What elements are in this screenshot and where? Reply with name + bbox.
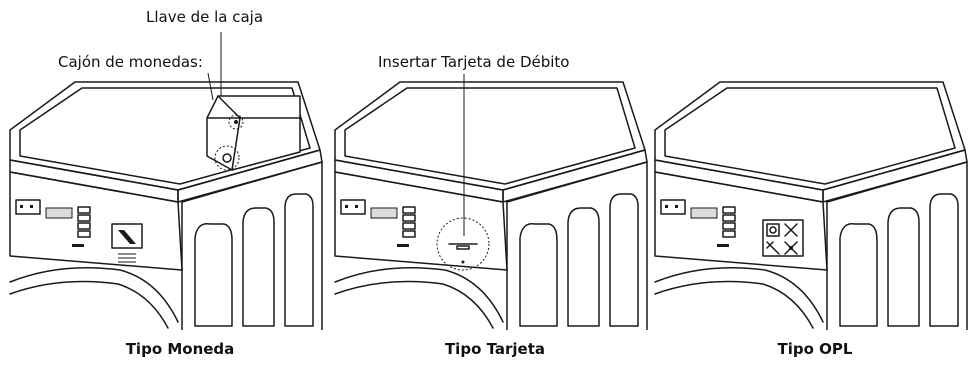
caption-coin-type: Tipo Moneda	[125, 340, 235, 358]
washer-card-type	[334, 74, 648, 330]
coin-drawer-label: Cajón de monedas:	[58, 53, 203, 71]
washer-opl-type	[654, 81, 968, 330]
cash-box-key-label: Llave de la caja	[146, 8, 264, 26]
insert-debit-card-label: Insertar Tarjeta de Débito	[378, 53, 570, 71]
washer-coin-type	[9, 32, 323, 330]
caption-opl-type: Tipo OPL	[777, 340, 853, 358]
caption-card-type: Tipo Tarjeta	[444, 340, 546, 358]
